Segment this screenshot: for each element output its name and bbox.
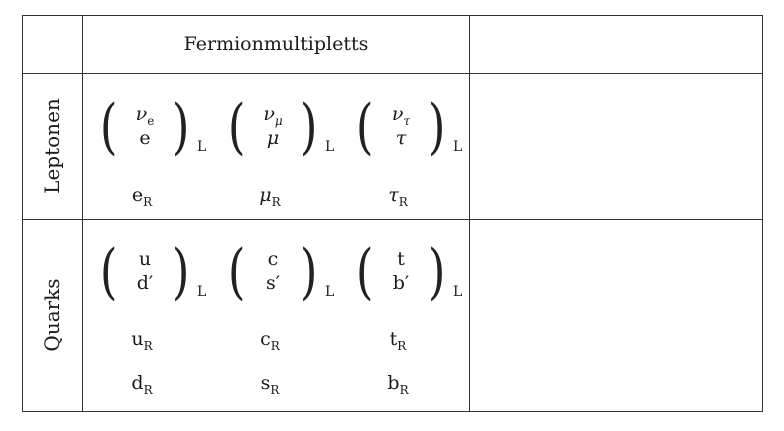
lepton-doublet-mu: ( νμ μ ) L [225,97,337,161]
quark-doublet-tb: ( t b′ ) L [353,242,465,306]
quark-singlet-d: dR [131,372,153,397]
table-frame [22,15,763,412]
row-label-quarks: Quarks [40,278,64,352]
doublet-handedness: L [197,284,207,300]
paren-left: ( [227,237,246,307]
lepton-singlet-e: eR [131,184,153,209]
doublet-handedness: L [325,284,335,300]
doublet-upper: t [397,248,405,270]
doublet-lower: b′ [392,272,410,294]
paren-left: ( [355,237,374,307]
doublet-lower: d′ [136,272,154,294]
quark-doublet-ud: ( u d′ ) L [97,242,209,306]
quark-singlet-u: uR [131,328,153,353]
lepton-doublet-tau: ( ντ τ ) L [353,97,465,161]
row-label-leptons: Leptonen [40,98,64,194]
paren-right: ) [427,92,446,162]
quark-singlet-b: bR [387,372,409,397]
paren-left: ( [99,237,118,307]
paren-right: ) [299,237,318,307]
doublet-lower: e [139,127,151,149]
quark-singlet-t: tR [389,328,407,353]
paren-left: ( [355,92,374,162]
table-header: Fermionmultipletts [183,33,369,55]
doublet-upper: c [267,248,279,270]
column-divider-right [469,15,470,412]
quark-doublet-cs: ( c s′ ) L [225,242,337,306]
doublet-handedness: L [325,139,335,155]
doublet-lower: τ [395,127,407,149]
paren-right: ) [299,92,318,162]
paren-right: ) [427,237,446,307]
doublet-upper: νμ [263,103,283,128]
paren-left: ( [227,92,246,162]
doublet-upper: νe [135,103,155,128]
paren-left: ( [99,92,118,162]
row-divider-leptons [22,219,763,220]
doublet-handedness: L [197,139,207,155]
doublet-upper: u [138,248,152,270]
doublet-lower: μ [266,127,280,149]
doublet-upper: ντ [391,103,411,128]
lepton-singlet-mu: μR [259,184,281,209]
doublet-handedness: L [453,139,463,155]
quark-singlet-c: cR [260,328,280,353]
column-divider-label [82,15,83,412]
quark-singlet-s: sR [260,372,280,397]
paren-right: ) [171,237,190,307]
doublet-handedness: L [453,284,463,300]
paren-right: ) [171,92,190,162]
row-divider-header [22,73,763,74]
doublet-lower: s′ [265,272,281,294]
lepton-doublet-e: ( νe e ) L [97,97,209,161]
lepton-singlet-tau: τR [388,184,408,209]
